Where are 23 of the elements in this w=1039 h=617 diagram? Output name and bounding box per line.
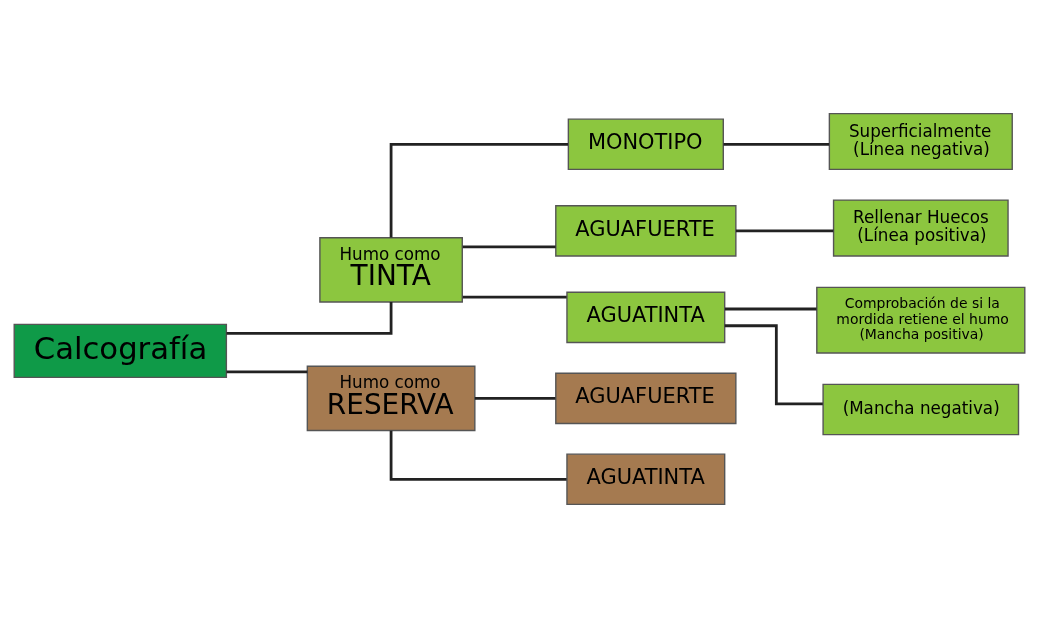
node-box: MONOTIPO bbox=[567, 117, 724, 170]
connector bbox=[462, 245, 556, 248]
node-box: AGUATINTA bbox=[566, 452, 726, 505]
connector bbox=[474, 396, 556, 400]
connector bbox=[735, 228, 834, 232]
connector bbox=[723, 142, 830, 146]
node-box: Humo como TINTA bbox=[319, 236, 463, 303]
node-box: AGUATINTA bbox=[566, 291, 726, 343]
connector bbox=[226, 369, 308, 373]
node-box: Humo como RESERVA bbox=[306, 365, 476, 431]
node-box: Comprobación de si la mordida retiene el humo (Mancha positiva) bbox=[816, 286, 1026, 354]
node-box: (Mancha negativa) bbox=[822, 383, 1020, 435]
node-box: Calcografía bbox=[13, 323, 228, 378]
connector bbox=[389, 430, 567, 481]
connector bbox=[226, 301, 393, 335]
node-box: Rellenar Huecos (Línea positiva) bbox=[832, 198, 1009, 257]
node-box: AGUAFUERTE bbox=[555, 372, 737, 424]
node-box: Superficialmente (Línea negativa) bbox=[828, 112, 1013, 170]
node-box: AGUAFUERTE bbox=[555, 204, 737, 257]
connector bbox=[724, 323, 823, 405]
connector bbox=[725, 307, 817, 310]
connector bbox=[389, 142, 568, 238]
connector bbox=[462, 295, 567, 299]
